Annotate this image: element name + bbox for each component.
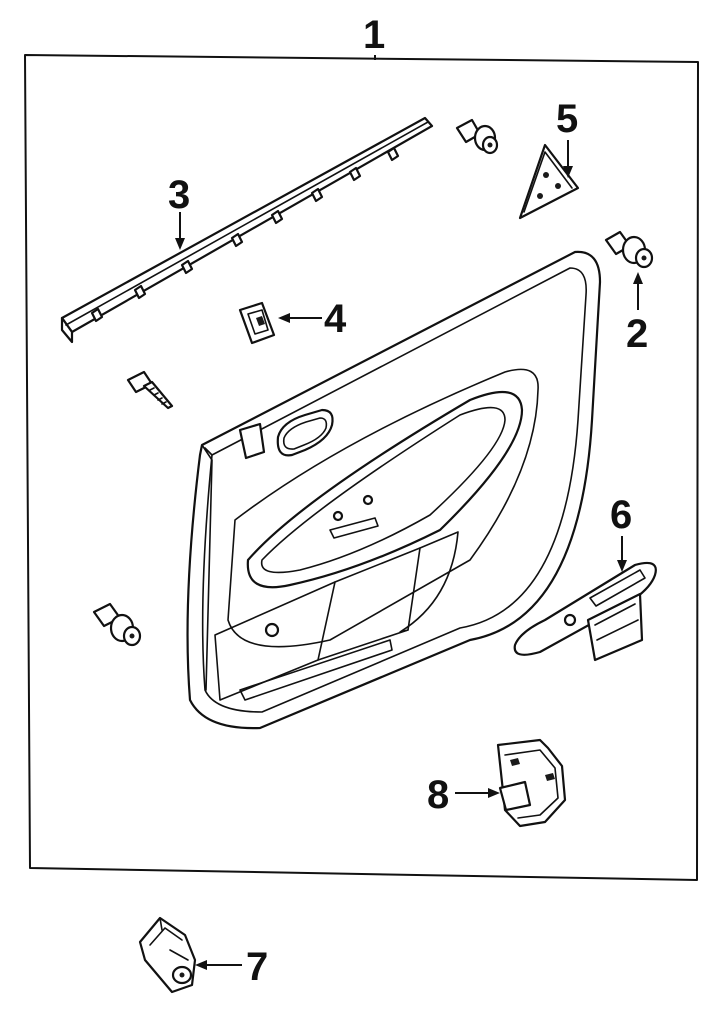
clip-lower-left (92, 602, 142, 647)
arrow-4 (278, 313, 290, 323)
callout-4: 4 (324, 297, 347, 341)
screw-left (126, 370, 174, 410)
callout-7: 7 (246, 945, 268, 989)
callout-5: 5 (556, 97, 578, 141)
callout-3: 3 (168, 173, 190, 217)
arrow-3 (175, 238, 185, 250)
assembly-frame (24, 54, 699, 881)
bracket-part (138, 916, 197, 994)
arrow-7 (195, 960, 207, 970)
arrow-2 (633, 272, 643, 284)
callout-6: 6 (610, 493, 632, 537)
clip-top (455, 118, 499, 155)
arrow-8 (488, 788, 500, 798)
retainer-part (238, 301, 276, 345)
mirror-cover-part (518, 143, 580, 220)
clip-right-part (604, 230, 654, 269)
switch-bezel-part (513, 561, 657, 662)
callout-2: 2 (626, 312, 648, 356)
arrow-6 (617, 560, 627, 572)
callout-8: 8 (427, 773, 449, 817)
callout-1: 1 (363, 13, 385, 57)
arrow-5 (563, 166, 573, 178)
door-trim-panel-part (186, 250, 602, 730)
belt-molding-part (60, 116, 434, 344)
window-switch-part (496, 738, 567, 828)
